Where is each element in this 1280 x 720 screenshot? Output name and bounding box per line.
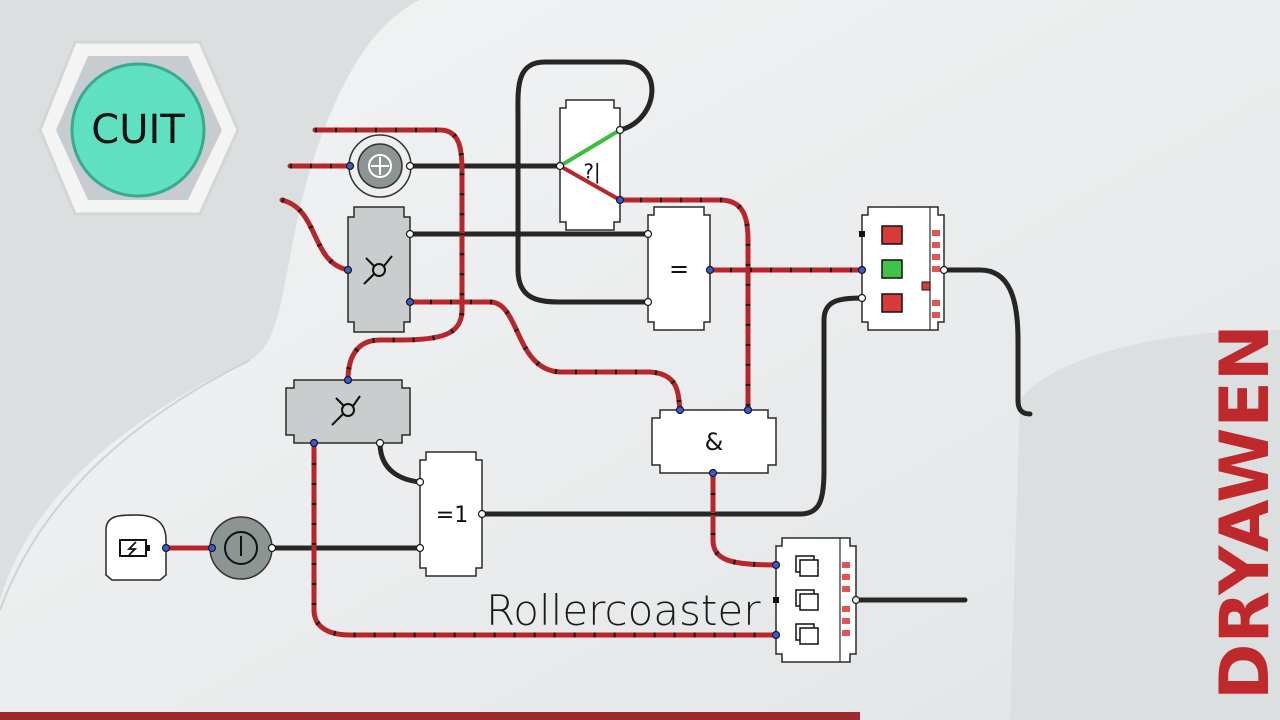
xor-gate-symbol: =1 (436, 503, 468, 528)
query-gate[interactable]: ?| (555, 99, 625, 231)
level-title: Rollercoaster (486, 586, 761, 635)
switch-icon (331, 395, 361, 426)
bottom-stripe (0, 712, 860, 720)
power-button-icon (224, 531, 258, 565)
logo-badge (70, 62, 206, 198)
display-bottom[interactable] (771, 537, 861, 663)
rotary-dial[interactable] (345, 134, 415, 198)
switch-gate-bottom[interactable] (285, 375, 411, 448)
battery-source[interactable] (105, 514, 171, 581)
xor-gate[interactable]: =1 (415, 451, 487, 577)
equal-gate[interactable]: = (643, 206, 715, 331)
query-gate-symbol: ?| (583, 160, 600, 184)
battery-icon (119, 539, 150, 557)
switch-icon (363, 255, 393, 285)
wires-active (163, 127, 865, 638)
and-gate[interactable]: & (651, 405, 777, 478)
rotary-dial-icon (368, 154, 392, 178)
channel-watermark: DRYAWEN (1206, 324, 1280, 700)
display-indicator-icon (795, 555, 819, 645)
display-top[interactable] (857, 206, 949, 331)
board-edge (0, 359, 251, 611)
equal-gate-symbol: = (669, 255, 689, 283)
switch-gate-top[interactable] (343, 206, 415, 333)
logo-text: CUIT (91, 107, 185, 153)
display-indicator-icon (881, 225, 903, 313)
logo: CUIT (38, 40, 240, 216)
and-gate-symbol: & (705, 428, 724, 456)
power-button[interactable] (207, 516, 277, 580)
